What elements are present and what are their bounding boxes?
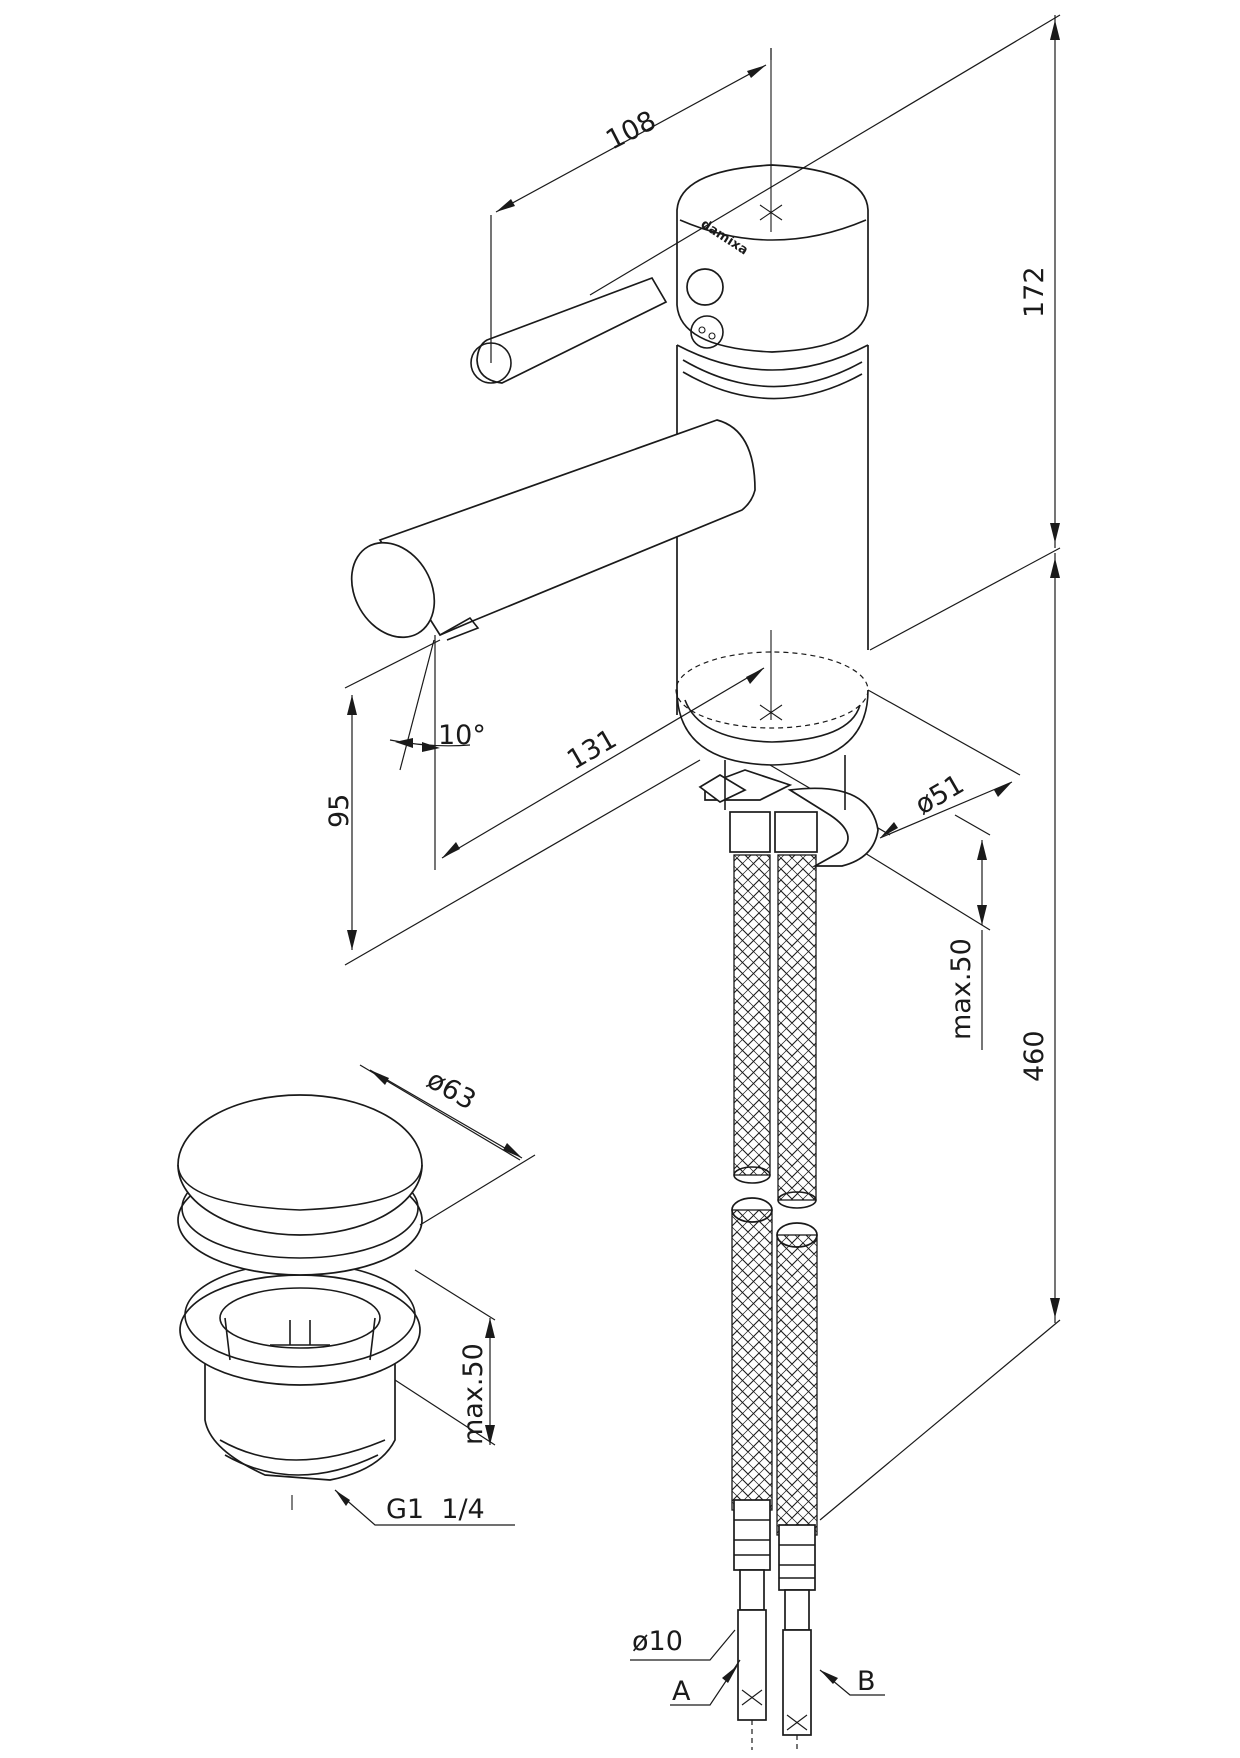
dim-waste-diameter: ø63: [422, 1064, 482, 1116]
dim-handle-reach: 108: [601, 105, 661, 156]
pop-up-waste: [177, 1094, 423, 1510]
dim-spout-angle: 10°: [438, 720, 486, 751]
hose-a: [729, 811, 773, 1750]
faucet-body: [675, 344, 869, 766]
dim-deck-thickness: max.50: [946, 938, 977, 1040]
spout: [350, 419, 756, 641]
lever-handle: [470, 268, 724, 384]
dim-waste-depth: max.50: [458, 1343, 489, 1445]
dim-height-to-top: 172: [1019, 266, 1050, 318]
dimension-labels: 108 172 131 95 10° ø51 max.50 460 ø10 A …: [324, 105, 1050, 1707]
dim-waste-thread: G1 1/4: [386, 1494, 485, 1525]
dim-hose-diameter: ø10: [632, 1626, 683, 1657]
hose-callouts: [630, 1629, 885, 1706]
hose-label-a: A: [672, 1676, 691, 1707]
hose-b: [774, 811, 818, 1753]
dim-spout-reach: 131: [562, 723, 622, 776]
hose-label-b: B: [857, 1666, 876, 1697]
mounting-bracket: [698, 755, 879, 867]
dim-hose-length: 460: [1019, 1030, 1050, 1082]
waste-dimension-lines: [334, 1064, 536, 1526]
dim-spout-height: 95: [324, 794, 355, 828]
handle-cap: damixa: [676, 48, 869, 353]
